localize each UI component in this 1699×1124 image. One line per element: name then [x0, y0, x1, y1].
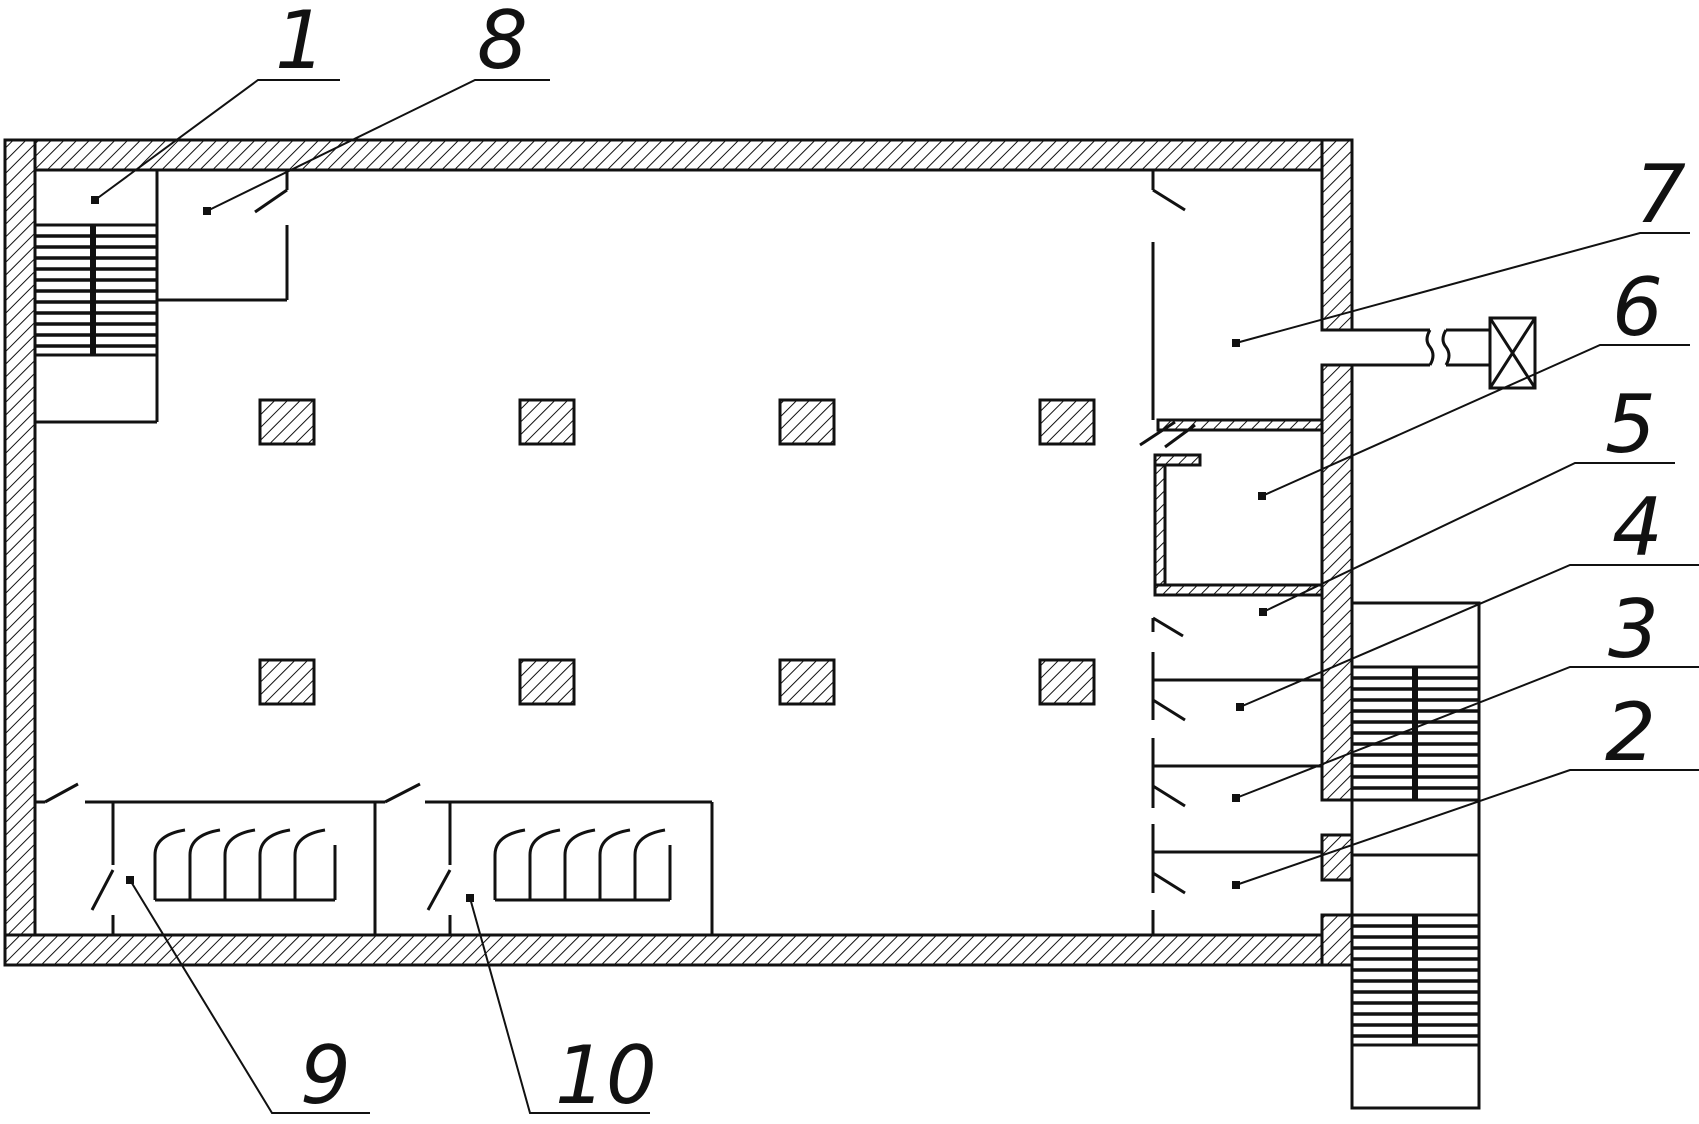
- wall-right-pier: [1320, 833, 1354, 882]
- wall-top: [3, 138, 1354, 172]
- room-6-walls: [1153, 418, 1324, 597]
- label-8: 8: [477, 0, 528, 87]
- label-7: 7: [1635, 148, 1686, 241]
- rack-room-9: [153, 828, 337, 902]
- stair-left: [35, 223, 157, 357]
- label-3: 3: [1608, 583, 1659, 676]
- wall-left: [3, 138, 37, 967]
- label-5: 5: [1605, 378, 1656, 471]
- label-1: 1: [275, 0, 326, 87]
- column: [258, 398, 316, 446]
- outer-walls: [3, 138, 1354, 967]
- wall-right-lower: [1320, 913, 1354, 967]
- column: [518, 398, 576, 446]
- column: [778, 658, 836, 706]
- column: [778, 398, 836, 446]
- column: [518, 658, 576, 706]
- wall-right-upper: [1320, 138, 1354, 332]
- racks: [153, 828, 672, 902]
- doors: [44, 188, 1196, 911]
- partitions: [35, 170, 1322, 935]
- label-10: 10: [555, 1029, 657, 1122]
- label-2: 2: [1605, 686, 1656, 779]
- label-6: 6: [1612, 261, 1663, 354]
- leader-lines: [94, 79, 1699, 1114]
- label-9: 9: [300, 1029, 351, 1122]
- leader-dots: [91, 196, 1267, 902]
- wall-bottom: [3, 933, 1354, 967]
- rack-room-10: [493, 828, 672, 902]
- stair-right: [1350, 601, 1481, 1110]
- callout-labels: 1 8 7 6 5 4 3 2 9 10: [275, 0, 1686, 1122]
- label-4: 4: [1612, 481, 1663, 574]
- column: [1038, 658, 1096, 706]
- fan-icon: [1488, 316, 1537, 390]
- column: [258, 658, 316, 706]
- column: [1038, 398, 1096, 446]
- ventilation-duct: [1352, 316, 1537, 390]
- columns: [258, 398, 1096, 706]
